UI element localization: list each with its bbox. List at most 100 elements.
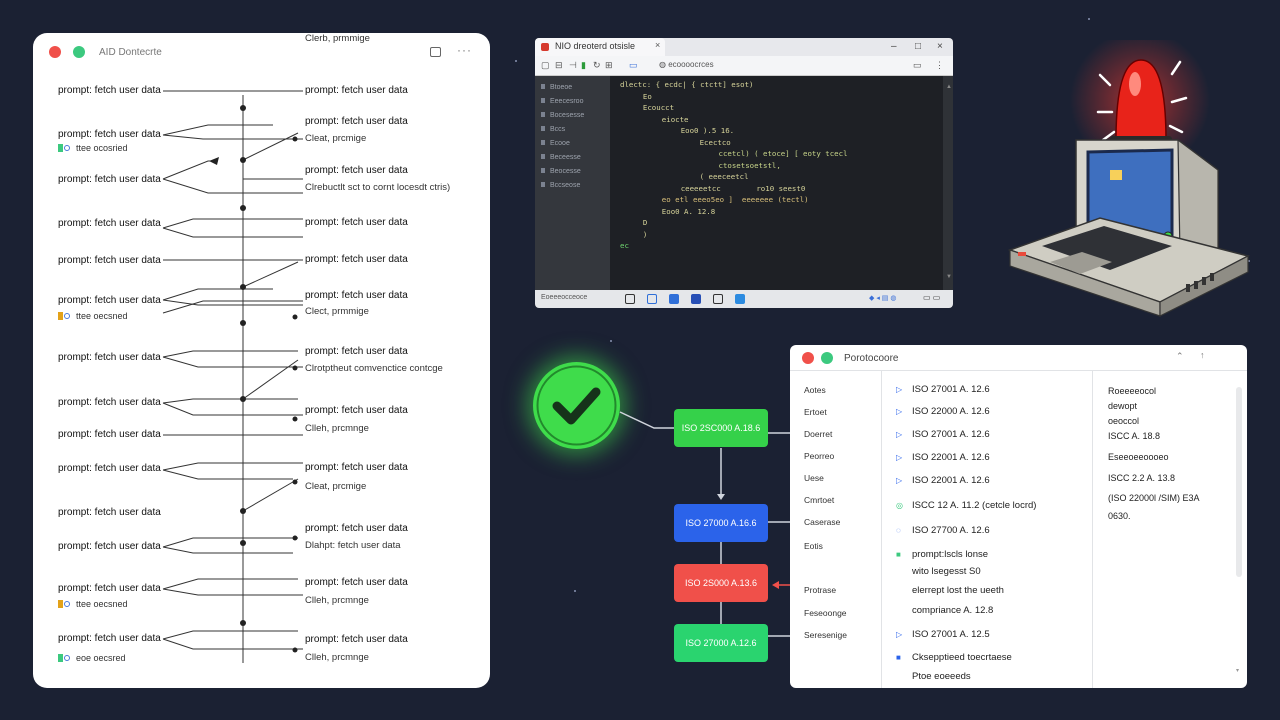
sidebar-item-label: Ecooe (550, 140, 570, 147)
home-icon[interactable]: ▭ (629, 60, 638, 70)
minimize-button[interactable] (73, 46, 85, 58)
trace-node (292, 314, 298, 320)
control-row[interactable]: ◎ISCC 12 A. 11.2 (cetcle locrd) (896, 500, 1036, 511)
nav-item[interactable]: Caserase (804, 517, 841, 527)
sidebar-item[interactable]: Beocesse (541, 168, 581, 175)
app-icon[interactable] (669, 294, 679, 304)
editor-tab[interactable]: NIO dreoterd otsisle × (535, 38, 665, 56)
flow-node-4[interactable]: ISO 27000 A.12.6 (674, 624, 768, 662)
control-marker-icon: ■ (896, 653, 901, 662)
maximize-icon[interactable] (430, 47, 441, 57)
nav-item[interactable]: Peorreo (804, 451, 835, 461)
back-icon[interactable]: ▢ (541, 60, 550, 70)
url-field[interactable]: ◍ ecoooocrces (659, 60, 919, 72)
sidebar-item[interactable]: Beceesse (541, 154, 581, 161)
control-row[interactable]: wito lsegesst S0 (896, 566, 981, 577)
scroll-down-icon[interactable]: ▼ (946, 274, 952, 280)
forward-icon[interactable]: ⊣ (569, 60, 577, 70)
flow-edge (619, 411, 674, 429)
trace-edge (162, 178, 303, 194)
control-row[interactable]: compriance A. 12.8 (896, 605, 993, 616)
minimize-icon[interactable]: – (891, 41, 897, 52)
sidebar-item[interactable]: Bccseose (541, 182, 580, 189)
menu-icon[interactable]: ⊞ (605, 60, 613, 70)
nav-item[interactable]: Protrase (804, 585, 837, 595)
control-marker-icon: ▷ (896, 407, 903, 416)
control-row[interactable]: ▷ISO 27001 A. 12.6 (896, 384, 990, 395)
control-row[interactable]: ■prompt:lscls lonse (896, 549, 988, 560)
trace-node (292, 647, 298, 653)
tab-icon[interactable]: ▭ (913, 60, 922, 70)
nav-item[interactable]: Uese (804, 473, 824, 483)
close-button[interactable] (802, 352, 814, 364)
app-icon[interactable] (691, 294, 701, 304)
sidebar-item[interactable]: Btoeoe (541, 84, 572, 91)
sidebar-item[interactable]: Bccs (541, 126, 565, 133)
nav-item[interactable]: Aotes (804, 385, 826, 395)
sidebar-item-label: Eeecesroo (550, 98, 584, 105)
pages-icon[interactable]: ⊟ (555, 60, 563, 70)
scrollbar[interactable] (1236, 387, 1242, 577)
scroll-down-icon[interactable]: ▾ (1236, 668, 1240, 674)
trace-status-text: ttee oecsned (76, 599, 128, 609)
control-row-label: prompt:lscls lonse (912, 549, 989, 560)
nav-item[interactable]: Cmrtoet (804, 495, 835, 505)
control-row[interactable]: ▷ISO 22001 A. 12.6 (896, 452, 990, 463)
sidebar-item[interactable]: Ecooe (541, 140, 570, 147)
close-button[interactable] (49, 46, 61, 58)
window-icon[interactable] (647, 294, 657, 304)
collapse-icon[interactable]: ⌃ (1176, 351, 1184, 361)
close-tab-icon[interactable]: × (655, 40, 661, 50)
trace-node (240, 396, 246, 402)
trace-node (240, 284, 246, 290)
tray-icons[interactable]: ▭ ▭ (923, 293, 941, 302)
flow-node-1[interactable]: ISO 2SC000 A.18.6 (674, 409, 768, 447)
maximize-icon[interactable]: □ (915, 41, 922, 52)
trace-node (292, 136, 298, 142)
control-row[interactable]: ■Cksepptieed toecrtaese (896, 652, 1012, 663)
tray-icons[interactable]: ◆ ◂ ▤ ◍ (869, 295, 897, 302)
control-row[interactable]: ▷ISO 22001 A. 12.6 (896, 475, 990, 486)
nav-item[interactable]: Doerret (804, 429, 833, 439)
trace-edge (242, 478, 299, 512)
vent-slots (1186, 273, 1214, 292)
scrollbar[interactable]: ▲ ▼ (943, 76, 953, 290)
nav-item[interactable]: Eotis (804, 541, 823, 551)
code-editor[interactable]: dlectc: { ecdc| { ctctt] esot) Eo Ecoucc… (610, 76, 943, 290)
control-row[interactable]: Ptoe eoeeeds (896, 671, 971, 682)
close-icon[interactable]: × (937, 41, 943, 52)
control-row[interactable]: ◌ISO 27700 A. 12.6 (896, 525, 990, 536)
trace-response: Clerb, prmmige (305, 33, 370, 44)
file-icon[interactable] (625, 294, 635, 304)
folder-icon[interactable] (713, 294, 723, 304)
control-marker-icon: ◌ (896, 526, 901, 535)
nav-item[interactable]: Seresenige (804, 630, 848, 640)
sidebar-item[interactable]: Bocesesse (541, 112, 584, 119)
bookmark-icon[interactable]: ▮ (581, 60, 586, 70)
control-row-label: ISCC 12 A. 11.2 (cetcle locrd) (912, 500, 1037, 511)
code-line: ctosetsoetstl, (674, 160, 781, 170)
trace-response: Clrebuctlt sct to cornt locesdt ctris) (305, 182, 451, 193)
minimize-button[interactable] (821, 352, 833, 364)
trace-node (292, 365, 298, 371)
address-bar: ▢ ⊟ ⊣ ▮ ↻ ⊞ ▭ ◍ ecoooocrces ▭ ⋮ (535, 56, 953, 76)
control-marker-icon: ▷ (896, 453, 903, 462)
control-row[interactable]: ▷ISO 27001 A. 12.6 (896, 429, 990, 440)
sort-icon[interactable]: ↑ (1200, 350, 1205, 360)
control-row[interactable]: elerrept lost the ueeth (896, 585, 1004, 596)
extensions-icon[interactable]: ⋮ (935, 60, 944, 70)
nav-item[interactable]: Feseoonge (804, 608, 847, 618)
trace-prompt-left: prompt: fetch user data (58, 507, 161, 518)
browser-icon[interactable] (735, 294, 745, 304)
nav-item[interactable]: Ertoet (804, 407, 827, 417)
flow-node-2[interactable]: ISO 27000 A.16.6 (674, 504, 768, 542)
control-row[interactable]: ▷ISO 27001 A. 12.5 (896, 629, 990, 640)
trace-node (292, 416, 298, 422)
flow-node-3[interactable]: ISO 2S000 A.13.6 (674, 564, 768, 602)
more-icon[interactable]: ··· (457, 43, 472, 57)
scroll-up-icon[interactable]: ▲ (946, 84, 952, 90)
sidebar-item[interactable]: Eeecesroo (541, 98, 583, 105)
control-row[interactable]: ▷ISO 22000 A. 12.6 (896, 406, 990, 417)
trace-prompt-left: prompt: fetch user data (58, 463, 161, 474)
reload-icon[interactable]: ↻ (593, 60, 601, 70)
